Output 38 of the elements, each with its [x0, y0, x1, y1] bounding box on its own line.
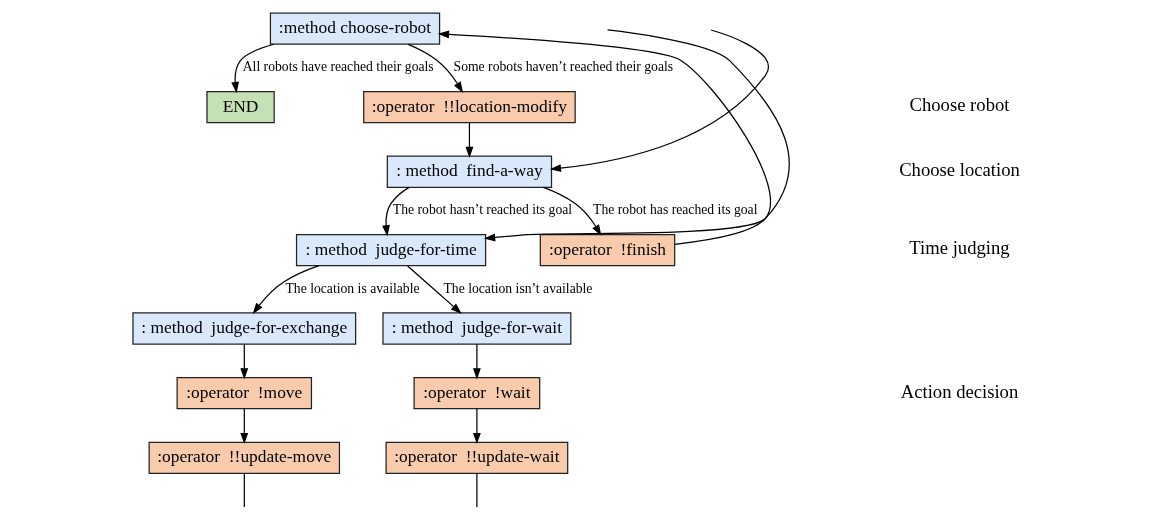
label: Choose location	[899, 159, 1020, 181]
arrow	[240, 343, 249, 380]
arrow	[472, 408, 481, 445]
edge-label: Some robots haven’t reached their goals	[453, 59, 674, 75]
label: Action decision	[900, 380, 1019, 402]
node-box: :method choose-robot	[269, 12, 441, 45]
label: Time judging	[909, 237, 1010, 259]
arrow	[465, 122, 474, 159]
connector	[243, 473, 245, 508]
node-box: : method judge-for-time	[295, 233, 487, 267]
node-box: : method find-a-way	[386, 155, 553, 188]
node-box: :operator !!update-move	[148, 441, 341, 474]
node-box: : method judge-for-wait	[382, 312, 572, 345]
edge-label: All robots have reached their goals	[242, 59, 434, 75]
node-box: : method judge-for-exchange	[132, 312, 357, 345]
node-box: :operator !wait	[413, 376, 541, 410]
arrow	[542, 186, 602, 236]
edge-label: The location isn’t available	[443, 280, 593, 296]
arrow	[484, 29, 790, 242]
arrow	[549, 29, 769, 173]
node-box: :operator !move	[176, 376, 313, 410]
arrow	[382, 186, 410, 237]
arrow	[407, 43, 464, 93]
arrow	[437, 30, 771, 245]
edge-label: The location is available	[285, 280, 420, 296]
node-box: :operator !finish	[539, 233, 676, 267]
arrow	[240, 408, 249, 445]
label: Choose robot	[909, 94, 1010, 116]
node-box: :operator !!location-modify	[363, 90, 576, 124]
arrow	[252, 265, 320, 315]
edge-label: The robot hasn’t reached its goal	[392, 202, 573, 218]
arrow	[472, 343, 481, 380]
node-box: END	[206, 90, 275, 124]
arrow	[231, 43, 275, 94]
edge-label: The robot has reached its goal	[593, 202, 758, 218]
arrow	[407, 265, 462, 314]
node-box: :operator !!update-wait	[385, 441, 569, 474]
connector	[476, 473, 478, 508]
